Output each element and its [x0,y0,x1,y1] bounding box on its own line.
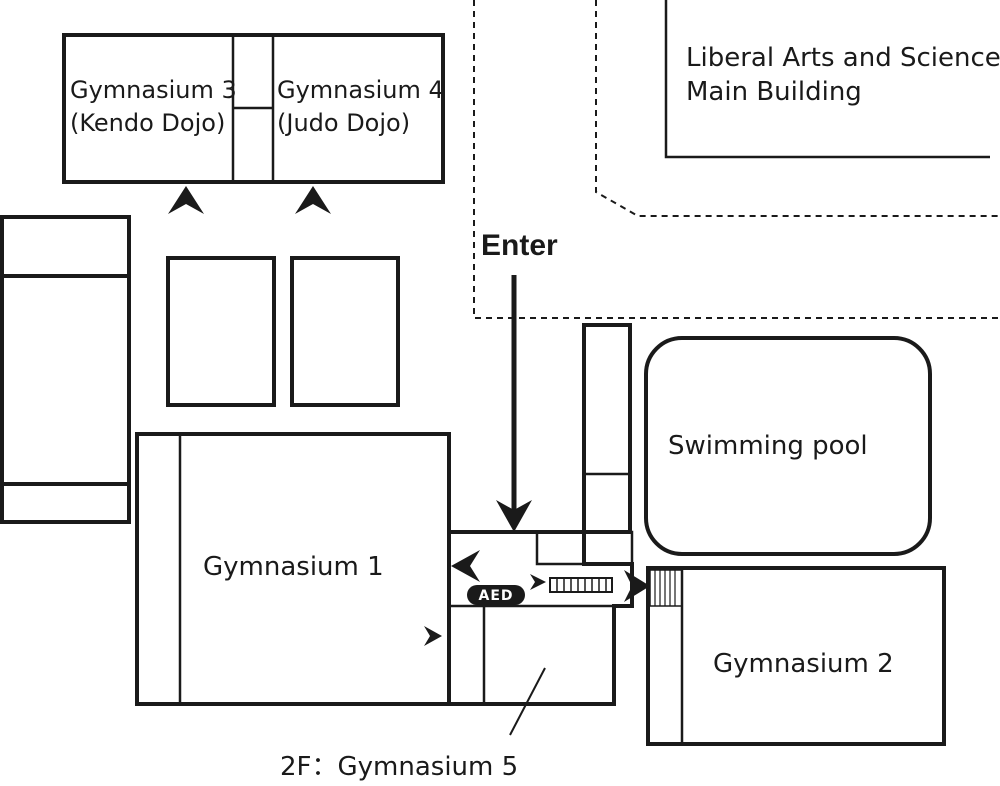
main-building-label-line2: Main Building [686,77,862,107]
aed-badge-background [467,585,525,605]
gym4-label-line2: (Judo Dojo) [277,109,410,137]
aed-badge[interactable]: AED [467,585,525,605]
middle-building-left [166,256,276,407]
gym3-label-line1: Gymnasium 3 [70,76,237,104]
swimming-pool-building[interactable] [644,336,932,556]
left-building [0,215,131,524]
enter-arrow-icon [496,500,532,532]
gym4-entrance-arrow-icon [295,186,331,214]
gymnasium-2-building[interactable] [646,566,946,746]
main-building-outline [664,0,990,159]
gym2-label: Gymnasium 2 [713,649,894,679]
stairs-icon [549,577,613,593]
aed-label: AED [478,588,513,604]
connecting-annex [447,530,634,706]
gym3-label-line2: (Kendo Dojo) [70,109,225,137]
main-building-label-line1: Liberal Arts and Sciences [686,43,1000,73]
gym4-label-line1: Gymnasium 4 [277,76,444,104]
gym1-side-entrance-arrow-icon [424,626,442,646]
stairs-direction-arrow-icon [530,574,546,590]
gym5-leader-line [509,667,546,736]
gym1-entrance-arrow-icon [451,550,480,582]
middle-building-right [290,256,400,407]
gym1-label: Gymnasium 1 [203,552,384,582]
campus-boundary-inner [595,0,1000,217]
gym2-entrance-steps-icon [649,569,683,607]
enter-label: Enter [481,229,558,262]
gym2-entrance-arrow-icon [624,570,650,602]
tower-building [582,323,632,534]
gym3-entrance-arrow-icon [168,186,204,214]
swimming-pool-label: Swimming pool [668,431,868,461]
gym5-label: 2F：Gymnasium 5 [280,752,518,782]
